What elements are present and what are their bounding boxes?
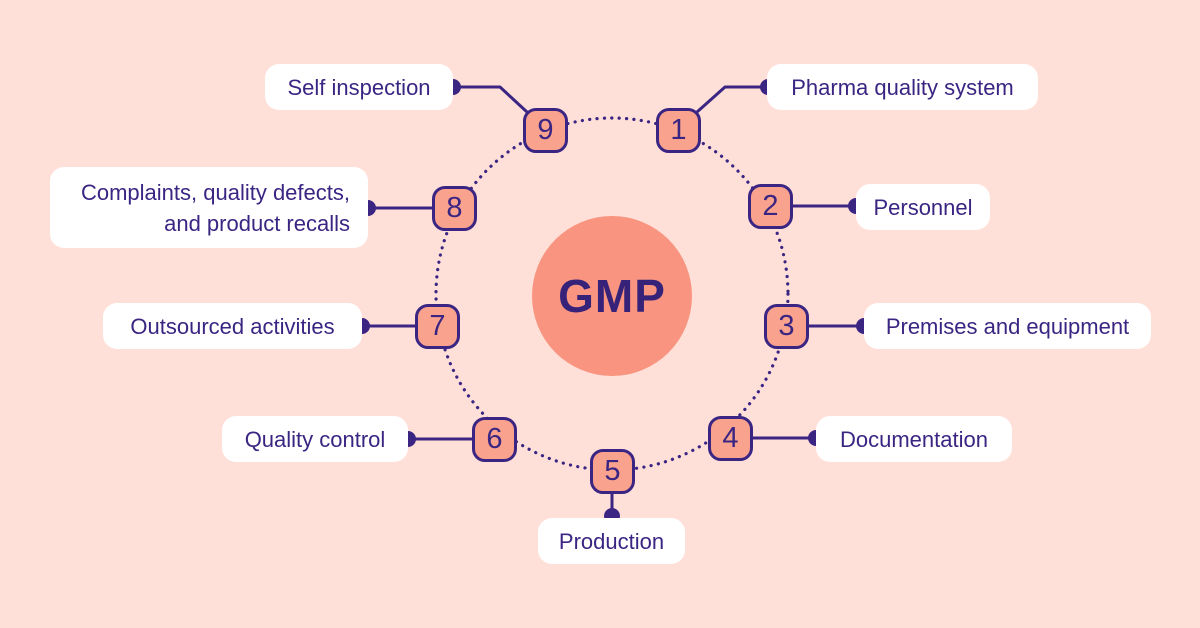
badge-1: 1 [656, 108, 701, 153]
label-premises-and-equipment: Premises and equipment [864, 303, 1151, 349]
badge-8: 8 [432, 186, 477, 231]
badge-1-number: 1 [670, 114, 687, 146]
badge-5-number: 5 [604, 455, 621, 487]
label-quality-control: Quality control [222, 416, 408, 462]
center-title: GMP [558, 270, 666, 322]
badge-2: 2 [748, 184, 793, 229]
badge-3: 3 [764, 304, 809, 349]
label-outsourced-activities: Outsourced activities [103, 303, 362, 349]
connector-1 [696, 85, 768, 114]
label-documentation: Documentation [816, 416, 1012, 462]
badge-5: 5 [590, 449, 635, 494]
label-production: Production [538, 518, 685, 564]
badge-9-number: 9 [537, 114, 554, 146]
label-self-inspection: Self inspection [265, 64, 453, 110]
badge-9: 9 [523, 108, 568, 153]
badge-3-number: 3 [778, 310, 795, 342]
badge-4-number: 4 [722, 422, 739, 454]
label-pharma-quality-system: Pharma quality system [767, 64, 1038, 110]
dotted-ring [434, 116, 790, 472]
center-circle: GMP [532, 216, 692, 376]
connector-9 [453, 85, 529, 114]
badge-6: 6 [472, 417, 517, 462]
label-personnel: Personnel [856, 184, 990, 230]
badge-8-number: 8 [446, 192, 463, 224]
badge-6-number: 6 [486, 423, 503, 455]
badge-4: 4 [708, 416, 753, 461]
label-complaints-quality-defects-recalls: Complaints, quality defects, and product… [50, 167, 368, 248]
badge-7: 7 [415, 304, 460, 349]
badge-2-number: 2 [762, 190, 779, 222]
badge-7-number: 7 [429, 310, 446, 342]
